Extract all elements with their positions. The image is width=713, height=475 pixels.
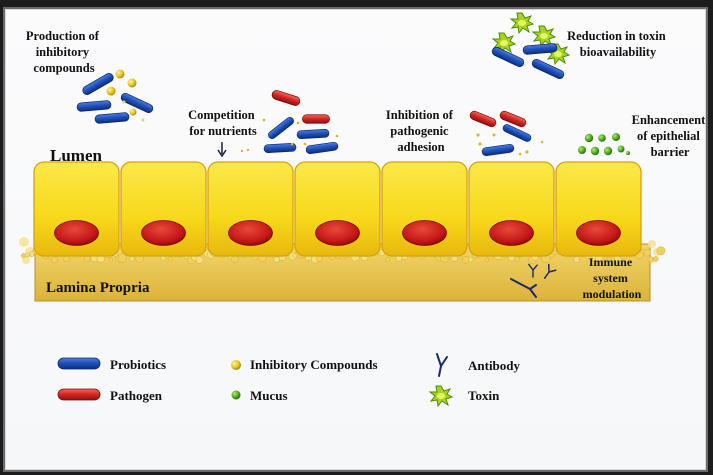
- mucus-cluster: [578, 133, 630, 156]
- legend-item-antibody: Antibody: [436, 353, 521, 377]
- cell-nucleus: [402, 220, 447, 246]
- legend-item-pathogen: Pathogen: [57, 388, 163, 403]
- mechanism-inhibitory-compounds: Production of inhibitory compounds: [26, 29, 155, 125]
- arrow-down-icon: [217, 142, 227, 158]
- mechanism-label-line: compounds: [33, 61, 94, 75]
- cell-nucleus: [228, 220, 273, 246]
- probiotic-rod: [305, 141, 339, 155]
- cell-nucleus: [576, 220, 621, 246]
- mechanism-barrier: Enhancement of epithelial barrier: [578, 113, 706, 159]
- probiotic-rod: [296, 128, 330, 140]
- cell-nucleus: [315, 220, 360, 246]
- legend-label: Toxin: [468, 388, 500, 403]
- mechanism-label-line: barrier: [651, 145, 690, 159]
- mechanism-toxin-reduction: Reduction in toxin bioavailability: [490, 12, 669, 81]
- svg-text:Reduction in toxin bioav: Reduction in toxin bioavailability: [567, 29, 669, 59]
- mechanism-competition: Competition for nutrients: [188, 88, 339, 158]
- legend-item-inhibitory-compounds: Inhibitory Compounds: [231, 357, 378, 372]
- mechanism-label-line: Reduction in toxin: [567, 29, 666, 43]
- mechanism-label-line: system: [593, 271, 628, 285]
- toxin-particle: [510, 12, 534, 34]
- antibody-icon: [436, 353, 448, 377]
- antibody-icon: [510, 278, 537, 298]
- mechanism-label-line: pathogenic: [390, 124, 449, 138]
- lamina-propria-label: Lamina Propria: [46, 280, 150, 296]
- probiotic-rod: [266, 115, 296, 141]
- legend-label: Antibody: [468, 358, 521, 373]
- pathogen-rod: [498, 109, 528, 129]
- mucus-icon: [231, 390, 241, 400]
- mechanism-label-line: Production of: [26, 29, 100, 43]
- mechanism-label-line: for nutrients: [189, 124, 257, 138]
- mechanism-label-line: Competition: [188, 108, 255, 122]
- legend-label: Inhibitory Compounds: [250, 357, 378, 372]
- inhibitory-compound-dot: [129, 108, 137, 116]
- inhibitory-compound-dot: [115, 69, 125, 79]
- mechanism-label-line: adhesion: [397, 140, 444, 154]
- epithelial-layer: [33, 161, 642, 257]
- mechanism-label-line: Inhibition of: [386, 108, 454, 122]
- legend-item-probiotics: Probiotics: [57, 357, 166, 372]
- mechanism-adhesion: Inhibition of pathogenic adhesion: [386, 108, 544, 157]
- toxin-icon: [429, 385, 453, 407]
- diagram-canvas: Lumen Lamina Propria Production of inhib…: [19, 12, 706, 407]
- mechanism-label-line: bioavailability: [580, 45, 657, 59]
- pathogen-rod: [270, 88, 302, 108]
- svg-text:Competition for nutrient: Competition for nutrients: [188, 108, 258, 138]
- legend: Probiotics Pathogen Inhibitory Compounds…: [57, 353, 521, 407]
- probiotic-rod: [76, 99, 112, 113]
- legend-item-toxin: Toxin: [429, 385, 500, 407]
- pathogen-rod-icon: [57, 388, 101, 401]
- probiotic-rod: [481, 143, 515, 157]
- legend-label: Probiotics: [110, 357, 166, 372]
- mechanism-label-line: of epithelial: [637, 129, 700, 143]
- svg-text:Production of inhibitory: Production of inhibitory compounds: [26, 29, 102, 75]
- inhibitory-compound-icon: [231, 360, 241, 370]
- legend-item-mucus: Mucus: [231, 388, 288, 403]
- mechanism-label-line: Immune: [589, 255, 633, 269]
- cell-nucleus: [489, 220, 534, 246]
- pathogen-rod: [302, 114, 330, 124]
- svg-text:Inhibition of pathogenic: Inhibition of pathogenic adhesion: [386, 108, 456, 154]
- svg-text:Immune system modu: Immune system modulation: [583, 255, 642, 301]
- cell-nucleus: [54, 220, 99, 246]
- inhibitory-compound-dot: [127, 78, 137, 88]
- pathogen-rod: [468, 109, 498, 129]
- lumen-label: Lumen: [50, 146, 103, 165]
- toxin-particle: [532, 25, 556, 47]
- mechanism-immune: Immune system modulation: [510, 255, 642, 301]
- probiotic-rod: [94, 111, 130, 125]
- legend-label: Mucus: [250, 388, 288, 403]
- legend-label: Pathogen: [110, 388, 163, 403]
- mechanism-label-line: modulation: [583, 287, 642, 301]
- cell-nucleus: [141, 220, 186, 246]
- svg-text:Enhancement of epithelia: Enhancement of epithelial barrier: [632, 113, 706, 159]
- probiotic-rod: [530, 57, 566, 81]
- probiotic-rod: [501, 122, 533, 144]
- probiotic-rod-icon: [57, 357, 101, 370]
- inhibitory-compound-dot: [106, 86, 116, 96]
- mechanism-label-line: Enhancement: [632, 113, 706, 127]
- figure-frame: Lumen Lamina Propria Production of inhib…: [3, 7, 708, 472]
- mechanism-label-line: inhibitory: [36, 45, 90, 59]
